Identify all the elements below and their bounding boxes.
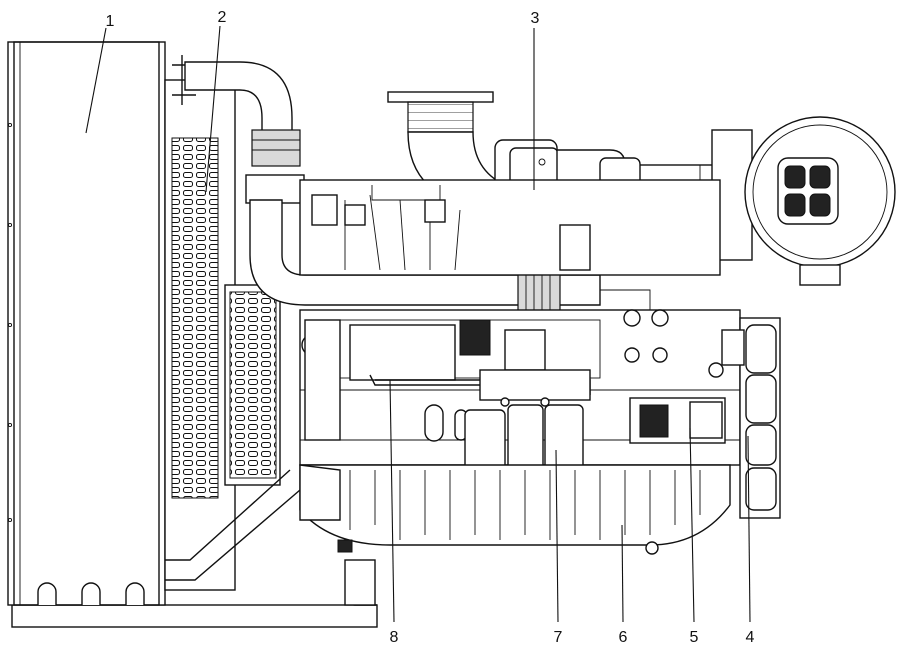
callout-4: 4 <box>746 629 755 646</box>
oil-sump <box>299 464 731 555</box>
starter-motor <box>629 397 726 444</box>
radiator <box>7 41 166 606</box>
fuel-pump <box>349 319 591 407</box>
base-frame <box>11 559 378 628</box>
charge-air-pipe <box>249 199 601 316</box>
callout-8: 8 <box>390 629 399 646</box>
callout-6: 6 <box>619 629 628 646</box>
air-cleaner <box>711 116 896 286</box>
callout-1: 1 <box>106 13 115 30</box>
callout-5: 5 <box>690 629 699 646</box>
callout-labels: 1 2 3 4 5 6 7 8 <box>106 9 755 646</box>
coolant-hose <box>184 61 305 204</box>
flywheel-housing <box>721 317 781 519</box>
callout-7: 7 <box>554 629 563 646</box>
fan-guard <box>164 55 301 591</box>
fuel-filters <box>464 404 584 498</box>
callout-2: 2 <box>218 9 227 26</box>
callout-leaders <box>85 25 751 623</box>
callout-3: 3 <box>531 10 540 27</box>
